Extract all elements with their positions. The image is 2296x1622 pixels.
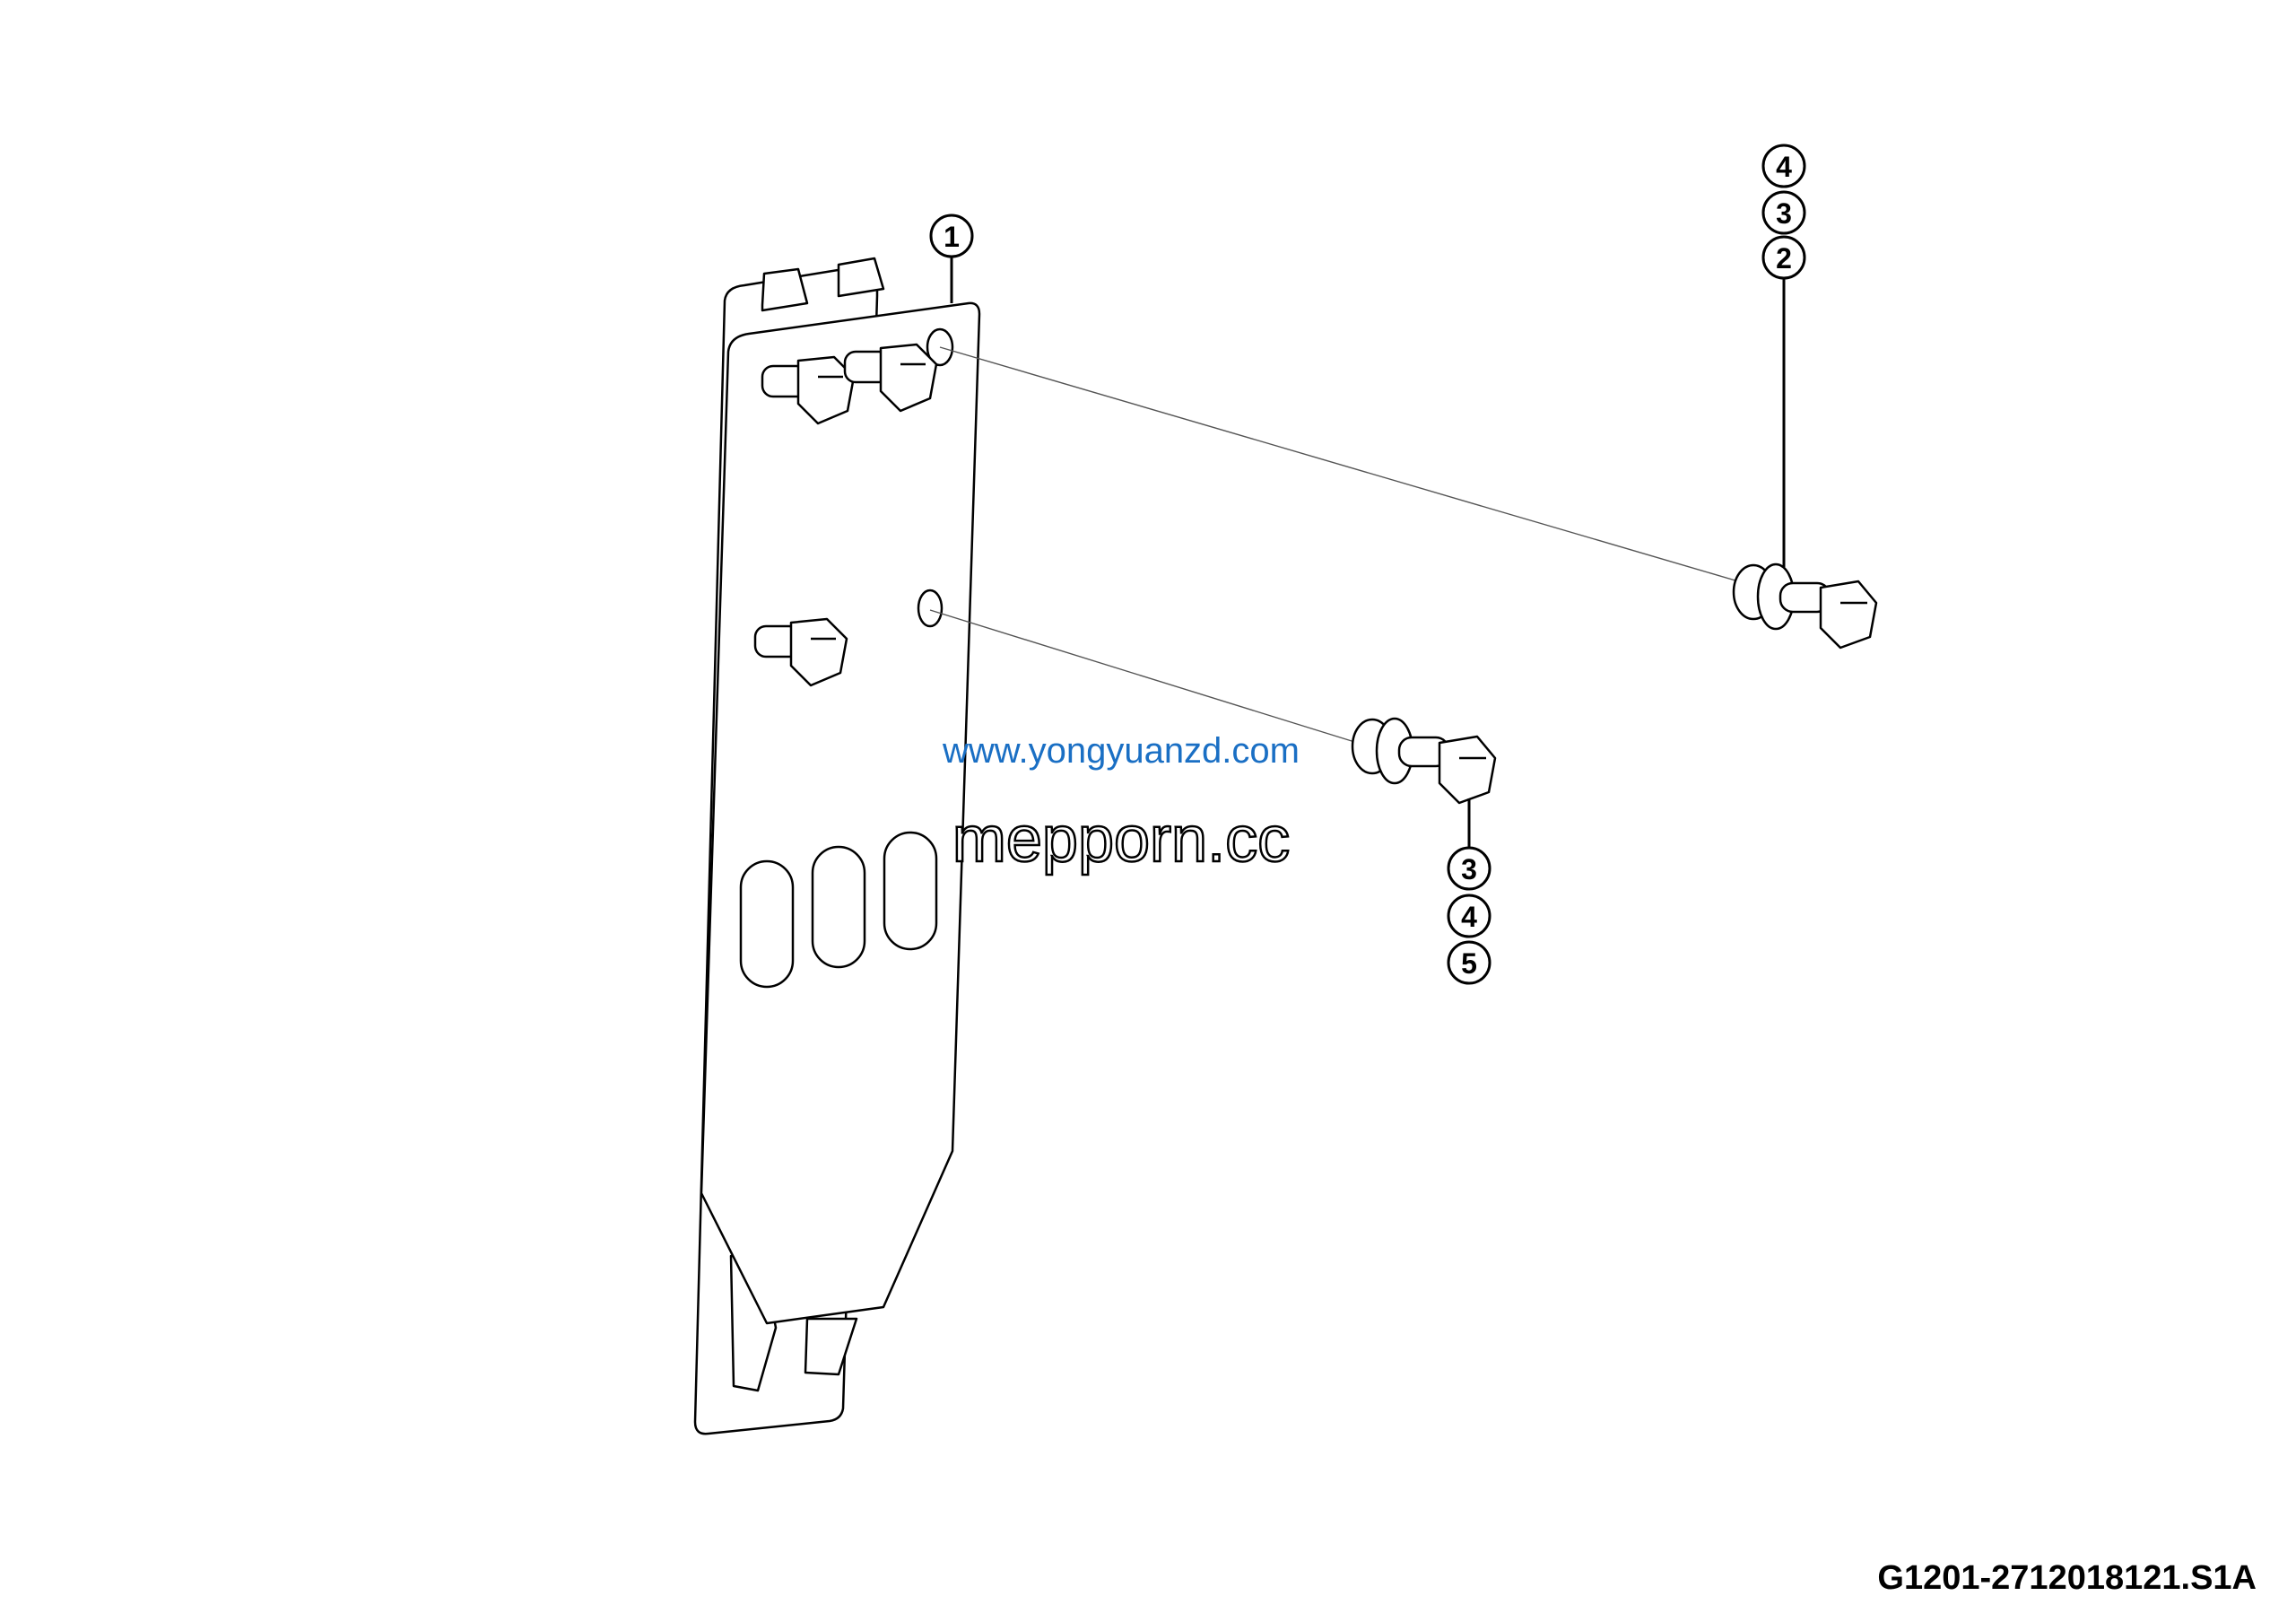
callout-label: 2 (1776, 242, 1792, 275)
front-plate (700, 301, 981, 1325)
callout-upper-4: 4 (1761, 144, 1806, 188)
bolt (761, 355, 856, 425)
slot (739, 859, 795, 989)
callout-1: 1 (929, 214, 974, 258)
bolt (753, 617, 848, 687)
back-plate-tab-top-1 (761, 267, 809, 312)
callout-lower-3: 3 (1447, 846, 1492, 891)
callout-lower-4: 4 (1447, 894, 1492, 938)
drawing-code: G1201-2712018121.S1A (1877, 1559, 2257, 1597)
plate-hole-middle (917, 589, 944, 628)
callout-upper-3: 3 (1761, 190, 1806, 235)
callout-label: 3 (1776, 197, 1792, 230)
callout-label: 3 (1461, 853, 1477, 885)
bolt-assembly-lower (1351, 717, 1497, 805)
callout-label: 5 (1461, 947, 1477, 980)
callout-label: 4 (1776, 151, 1792, 183)
slot (811, 845, 866, 969)
watermark-blue: www.yongyuanzd.com (942, 731, 1300, 771)
callout-label: 1 (944, 221, 960, 253)
back-plate-tab-top-2 (837, 257, 885, 298)
leader-line-lower (929, 609, 1364, 746)
callout-label: 4 (1461, 901, 1477, 933)
callout-lower-5: 5 (1447, 940, 1492, 985)
bolt-assembly-upper (1732, 562, 1878, 650)
leader-line-upper (939, 346, 1745, 584)
back-plate-tab-bottom-2 (804, 1317, 858, 1376)
slot (883, 831, 938, 951)
bolt (843, 343, 938, 413)
callout-upper-2: 2 (1761, 235, 1806, 280)
watermark-outline: mepporn.cc (952, 804, 1290, 876)
plate-slots (739, 831, 938, 989)
plate-bolts (753, 343, 938, 687)
